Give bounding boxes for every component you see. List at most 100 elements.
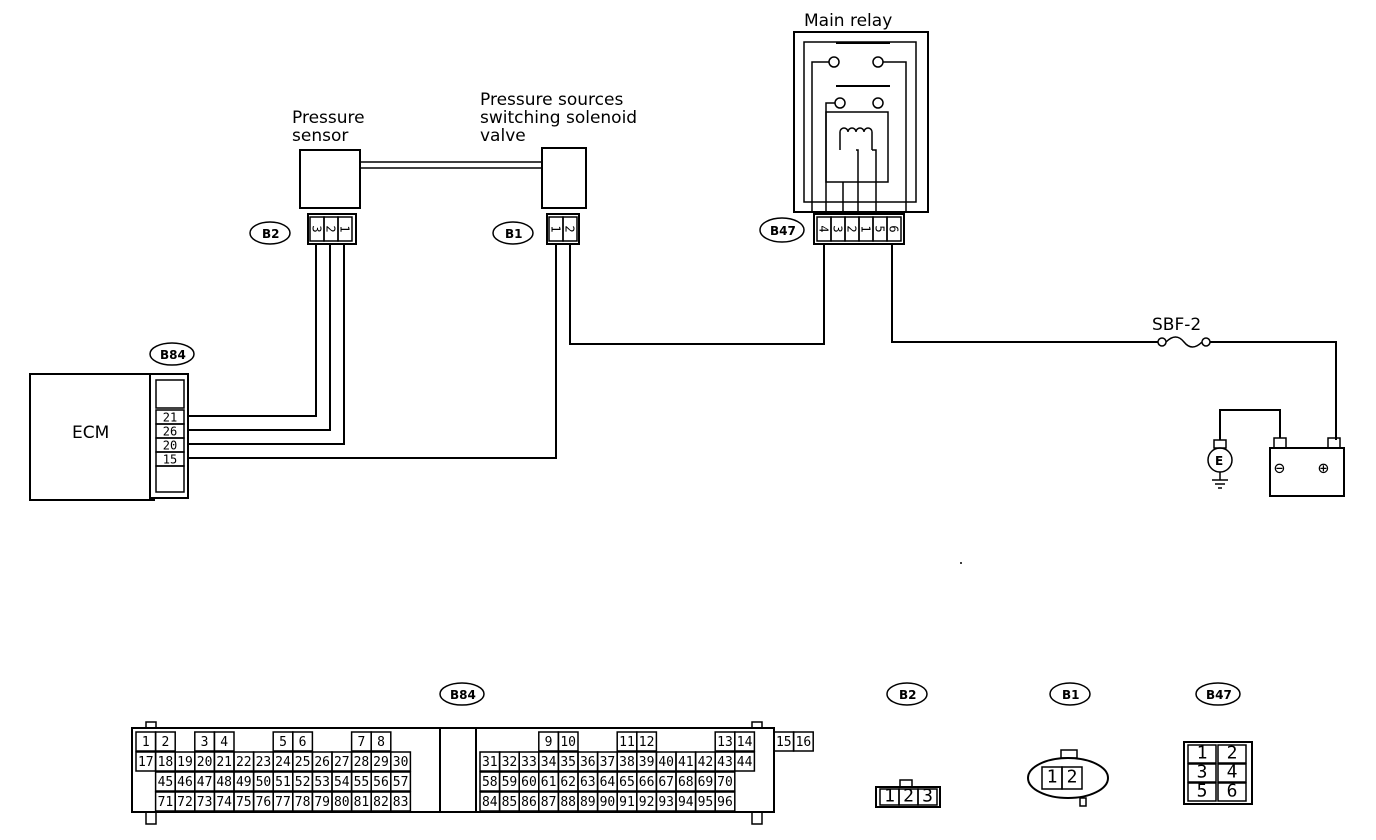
b47-face-pin-4-cell	[1217, 763, 1247, 783]
b84-face-pin-12: 12	[639, 735, 655, 750]
b84-face-pin-14-cell	[734, 731, 756, 752]
b84-face-pin-5: 5	[279, 735, 287, 750]
b84-face-pin-92: 92	[639, 795, 655, 810]
b84-face-pin-2: 2	[161, 735, 169, 750]
b1-face-pin-2-cell	[1061, 766, 1083, 790]
solenoid-label-1: Pressure sources	[480, 90, 623, 110]
b84-face-pin-39: 39	[639, 755, 655, 770]
b84-tag-oval	[149, 342, 195, 366]
b84-face-pin-25: 25	[295, 755, 311, 770]
battery: ⊖ ⊕	[1219, 409, 1345, 497]
b47-face-pin-6: 6	[1227, 781, 1238, 802]
b84-face-pin-30-cell	[390, 751, 412, 772]
fuse-terminal-right	[1201, 337, 1211, 347]
earth-label: E	[1215, 454, 1223, 468]
b84-face-pin-17: 17	[138, 755, 154, 770]
b84-face-pin-56: 56	[373, 775, 389, 790]
b84-face-pin-27: 27	[334, 755, 350, 770]
b84-face-pin-69: 69	[698, 775, 714, 790]
b84-face-pin-70: 70	[717, 775, 733, 790]
b84-face-pin-19: 19	[177, 755, 193, 770]
b84-face-pin-62: 62	[560, 775, 576, 790]
b84-face-pin-40: 40	[658, 755, 674, 770]
b84-face-pin-90: 90	[600, 795, 616, 810]
b84-face-pin-8-cell	[370, 731, 392, 752]
b84-face-pin-11: 11	[619, 735, 635, 750]
b2-pin-1: 1	[338, 225, 352, 232]
b84-face-pin-37: 37	[600, 755, 616, 770]
b84-face-pin-67: 67	[658, 775, 674, 790]
b84-face-pin-57: 57	[393, 775, 409, 790]
b84-face-pin-10-cell	[557, 731, 579, 752]
b1-face-body	[1027, 757, 1109, 799]
b84-face-pin-91: 91	[619, 795, 635, 810]
wire-fuse-to-battery	[1210, 341, 1337, 440]
b84-face-pin-10: 10	[560, 735, 576, 750]
b84-face-pin-44-cell	[734, 751, 756, 772]
b84-face-tag: B84	[450, 688, 476, 702]
b84-face-pin-12-cell	[636, 731, 658, 752]
b47-face-pin-3: 3	[1197, 762, 1208, 783]
b84-face-pin-7: 7	[357, 735, 365, 750]
b84-face-pin-29: 29	[373, 755, 389, 770]
b84-face-pin-51: 51	[275, 775, 291, 790]
b84-face-pin-71: 71	[158, 795, 174, 810]
b84-face-pin-16-cell	[792, 731, 814, 752]
b84-face-pin-23: 23	[256, 755, 272, 770]
b84-pin-26: 26	[163, 425, 177, 439]
b84-face-pin-20: 20	[197, 755, 213, 770]
b84-face-pin-87: 87	[541, 795, 557, 810]
fuse-terminal-left	[1157, 337, 1167, 347]
b84-face-pin-6: 6	[299, 735, 307, 750]
solenoid-body	[541, 147, 587, 209]
b84-face-pin-46: 46	[177, 775, 193, 790]
b47-face-pin-2-cell	[1217, 744, 1247, 764]
b84-face-pin-96-cell	[714, 791, 736, 812]
b1-face-tag: B1	[1062, 688, 1080, 702]
b84-face-pin-59: 59	[502, 775, 518, 790]
b2-face-pin-2: 2	[903, 786, 914, 807]
b84-face-pin-31: 31	[482, 755, 498, 770]
pressure-sensor-label-1: Pressure	[292, 108, 365, 128]
fuse-icon	[1165, 336, 1203, 348]
b84-pin-15: 15	[163, 453, 177, 467]
b84-face-pin-50: 50	[256, 775, 272, 790]
b47-face-pin-4: 4	[1227, 762, 1238, 783]
b47-tag: B47	[770, 224, 796, 238]
b84-pin-20: 20	[163, 439, 177, 453]
b47-pin-1: 1	[859, 225, 873, 232]
b84-face-pin-96: 96	[717, 795, 733, 810]
wire-b84-20-to-b2-1	[188, 244, 345, 445]
b2-face-pin-3-cell	[917, 788, 938, 806]
b47-pin-2: 2	[845, 225, 859, 232]
b84-face-pin-3: 3	[201, 735, 209, 750]
pressure-sensor-label-2: sensor	[292, 126, 348, 146]
b1-pin-1: 1	[549, 225, 563, 232]
b84-face-pin-44: 44	[737, 755, 753, 770]
b2-face-tag-oval	[886, 682, 928, 706]
b84-face-pin-89: 89	[580, 795, 596, 810]
b84-face-pin-24: 24	[275, 755, 291, 770]
relay-wire-f	[883, 61, 907, 212]
b84-face-pin-6-cell	[292, 731, 314, 752]
b47-tag-oval	[759, 217, 805, 243]
wire-b47-6-to-fuse	[891, 244, 1158, 343]
main-relay-body	[793, 31, 929, 213]
b1-face-pin-2: 2	[1067, 767, 1078, 788]
solenoid-valve: Pressure sources switching solenoid valv…	[480, 90, 637, 245]
b84-face-pin-16: 16	[796, 735, 812, 750]
b2-face-tag: B2	[899, 688, 917, 702]
b84-face-pin-79: 79	[314, 795, 330, 810]
b47-pin-6-cell	[886, 216, 902, 242]
b84-empty-slot-top	[155, 379, 185, 409]
b84-face-pin-53: 53	[314, 775, 330, 790]
